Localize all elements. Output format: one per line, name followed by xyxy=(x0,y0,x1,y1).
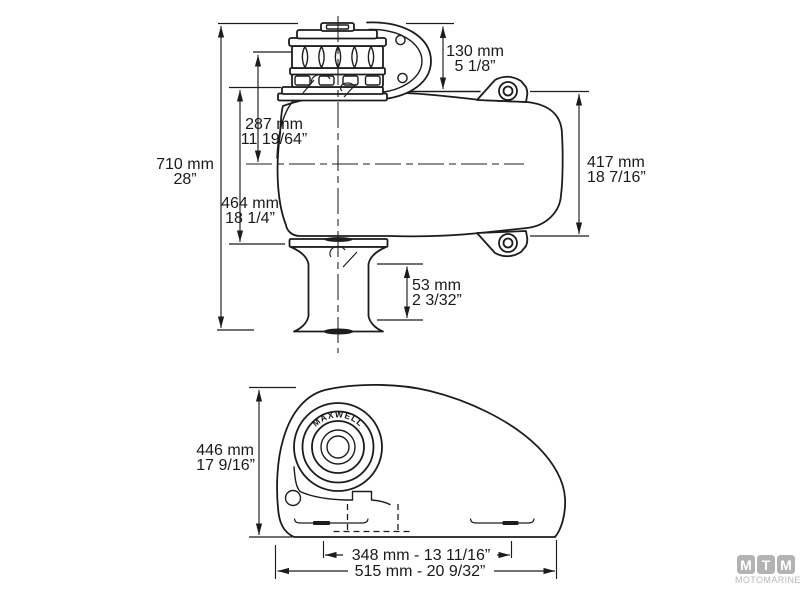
chain-pocket-dividers xyxy=(301,45,375,69)
logo-tile-m1: M xyxy=(737,555,755,574)
flange-inner-edge xyxy=(368,28,423,94)
top-lug-boss xyxy=(498,81,518,101)
dimension-lines-top-view xyxy=(217,26,583,328)
logo-tile-t: T xyxy=(757,555,775,574)
dim-top-to-centerline-mm: 287 mm xyxy=(245,116,303,133)
dim-overall-width-label: 515 mm - 20 9/32” xyxy=(355,563,486,580)
flange-outer-edge xyxy=(366,21,432,101)
profile-view: MAXWELL xyxy=(196,383,567,580)
logo-letter-tiles: M T M xyxy=(735,555,797,574)
gypsy-base-collar xyxy=(281,86,384,95)
dim-gearbox-height-in: 18 7/16” xyxy=(587,169,646,186)
logo-subtitle: MOTOMARINE xyxy=(735,575,800,585)
dim-gearbox-height-mm: 417 mm xyxy=(587,154,645,171)
drum-face: MAXWELL xyxy=(293,402,383,492)
dim-profile-height-mm: 446 mm xyxy=(196,442,254,459)
dimension-lines-profile xyxy=(255,390,555,575)
base-grooves xyxy=(293,518,535,525)
dim-profile-height-in: 17 9/16” xyxy=(196,457,255,474)
extension-lines-profile xyxy=(249,386,558,579)
dim-deck-to-bottom-in: 18 1/4” xyxy=(225,210,275,227)
bottom-lug-hole xyxy=(502,237,514,249)
dim-drum-section-in: 2 3/32” xyxy=(412,292,462,309)
logo-tile-m2: M xyxy=(777,555,795,574)
hidden-chainpipe-lines xyxy=(333,504,414,533)
dim-overall-height-in: 28” xyxy=(173,171,196,188)
dim-deck-to-bottom-mm: 464 mm xyxy=(221,195,279,212)
motor-body-outline xyxy=(276,91,564,238)
housing-bolt xyxy=(284,489,302,507)
bottom-mounting-lug xyxy=(476,230,529,258)
mtm-motomarine-logo: M T M MOTOMARINE xyxy=(735,555,800,585)
centre-marks xyxy=(302,74,358,268)
dim-inner-width-label: 348 mm - 13 11/16” xyxy=(352,547,490,564)
dim-top-to-centerline-in: 11 19/64” xyxy=(241,131,307,148)
flange-bolt-hole-bottom xyxy=(397,72,408,84)
dim-above-deck-in: 5 1/8” xyxy=(455,58,496,75)
bottom-lug-boss xyxy=(498,233,518,253)
housing-edge xyxy=(293,466,391,506)
flange-bolt-hole-top xyxy=(395,34,406,46)
chainwheel-gypsy xyxy=(277,22,388,102)
side-elevation-view: 710 mm 28” 287 mm 11 19/64” 464 mm 18 1/… xyxy=(156,16,646,353)
dim-drum-section-mm: 53 mm xyxy=(412,277,461,294)
dim-overall-height-mm: 710 mm xyxy=(156,156,214,173)
dim-above-deck-mm: 130 mm xyxy=(446,43,504,60)
motor-gearbox-body xyxy=(276,75,564,258)
top-lug-hole xyxy=(502,85,514,97)
body-left-inner-curve xyxy=(276,99,295,159)
